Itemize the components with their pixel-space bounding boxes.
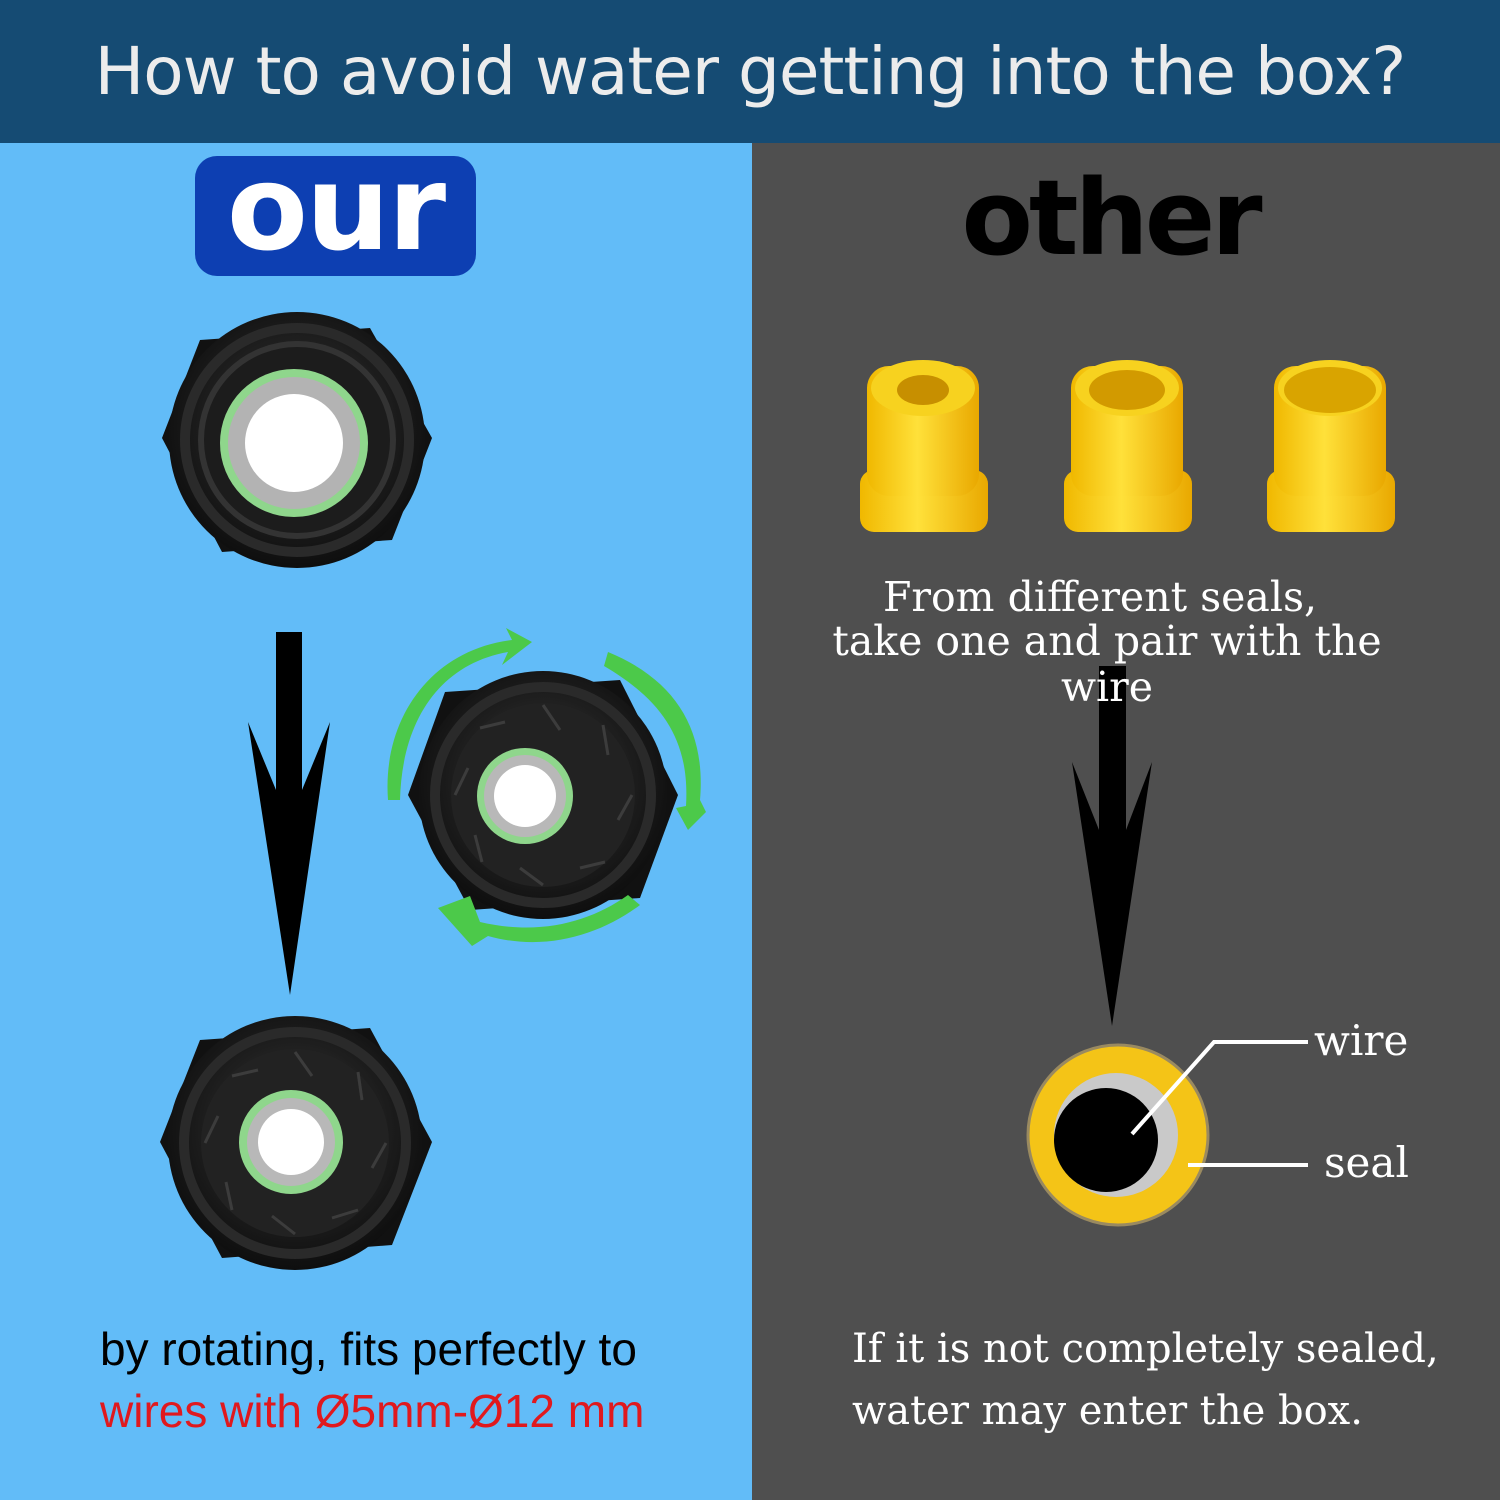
arrow-down-icon <box>1072 666 1152 1026</box>
page-title: How to avoid water getting into the box? <box>94 33 1407 110</box>
seal-wire-cross-section-icon <box>1026 1043 1210 1227</box>
seals-caption-line1: From different seals, <box>882 573 1318 621</box>
our-badge-label: our <box>226 139 446 277</box>
arrow-down-icon <box>248 632 330 995</box>
yellow-seal-medium-hole-icon <box>1064 360 1192 532</box>
wire-leader-line <box>1130 1040 1308 1136</box>
cable-gland-open-icon <box>162 312 432 568</box>
yellow-seal-large-hole-icon <box>1267 360 1395 532</box>
wire-label: wire <box>1314 1016 1409 1065</box>
seal-label: seal <box>1324 1138 1409 1187</box>
our-caption-line1: by rotating, fits perfectly to <box>100 1323 637 1375</box>
cable-gland-sealed-icon <box>160 1016 432 1270</box>
our-caption: by rotating, fits perfectly to wires wit… <box>100 1318 644 1442</box>
our-badge: our <box>195 149 476 276</box>
header-banner: How to avoid water getting into the box? <box>0 0 1500 143</box>
rotation-arrows-icon <box>387 628 706 946</box>
other-title: other <box>961 157 1262 279</box>
seals-caption-line2: take one and pair with the wire <box>832 617 1382 711</box>
cable-gland-rotating-icon <box>408 671 678 919</box>
other-caption: If it is not completely sealed, water ma… <box>852 1318 1439 1442</box>
other-caption-line2: water may enter the box. <box>852 1388 1363 1434</box>
yellow-seal-small-hole-icon <box>860 360 988 532</box>
other-caption-line1: If it is not completely sealed, <box>852 1326 1439 1372</box>
our-caption-line2: wires with Ø5mm-Ø12 mm <box>100 1385 645 1437</box>
